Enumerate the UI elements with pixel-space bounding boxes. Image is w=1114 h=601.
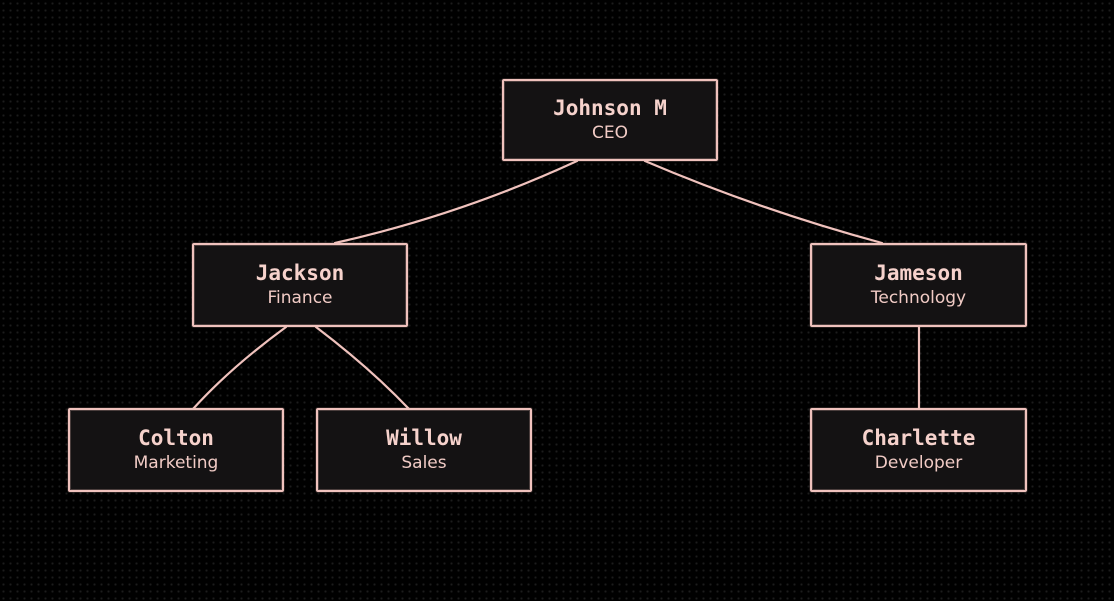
node-name: Charlette xyxy=(861,426,976,450)
connector-finance-marketing xyxy=(191,325,288,411)
node-name: Colton xyxy=(138,426,214,450)
node-technology[interactable]: Jameson Technology xyxy=(810,243,1027,327)
node-role: Marketing xyxy=(133,453,219,473)
node-name: Willow xyxy=(386,426,462,450)
node-sales[interactable]: Willow Sales xyxy=(316,408,532,492)
node-developer[interactable]: Charlette Developer xyxy=(810,408,1027,492)
node-ceo[interactable]: Johnson M CEO xyxy=(502,79,718,161)
connector-finance-sales xyxy=(314,325,411,411)
node-marketing[interactable]: Colton Marketing xyxy=(68,408,284,492)
node-name: Jackson xyxy=(255,261,345,285)
node-name: Johnson M xyxy=(553,96,667,120)
node-name: Jameson xyxy=(874,261,963,285)
node-finance[interactable]: Jackson Finance xyxy=(192,243,408,327)
connector-ceo-finance xyxy=(333,159,579,245)
connector-ceo-technology xyxy=(643,159,884,245)
node-role: Sales xyxy=(401,453,447,473)
node-role: Developer xyxy=(874,453,963,473)
node-role: Finance xyxy=(267,288,333,308)
node-role: Technology xyxy=(870,288,967,308)
node-role: CEO xyxy=(592,123,628,143)
